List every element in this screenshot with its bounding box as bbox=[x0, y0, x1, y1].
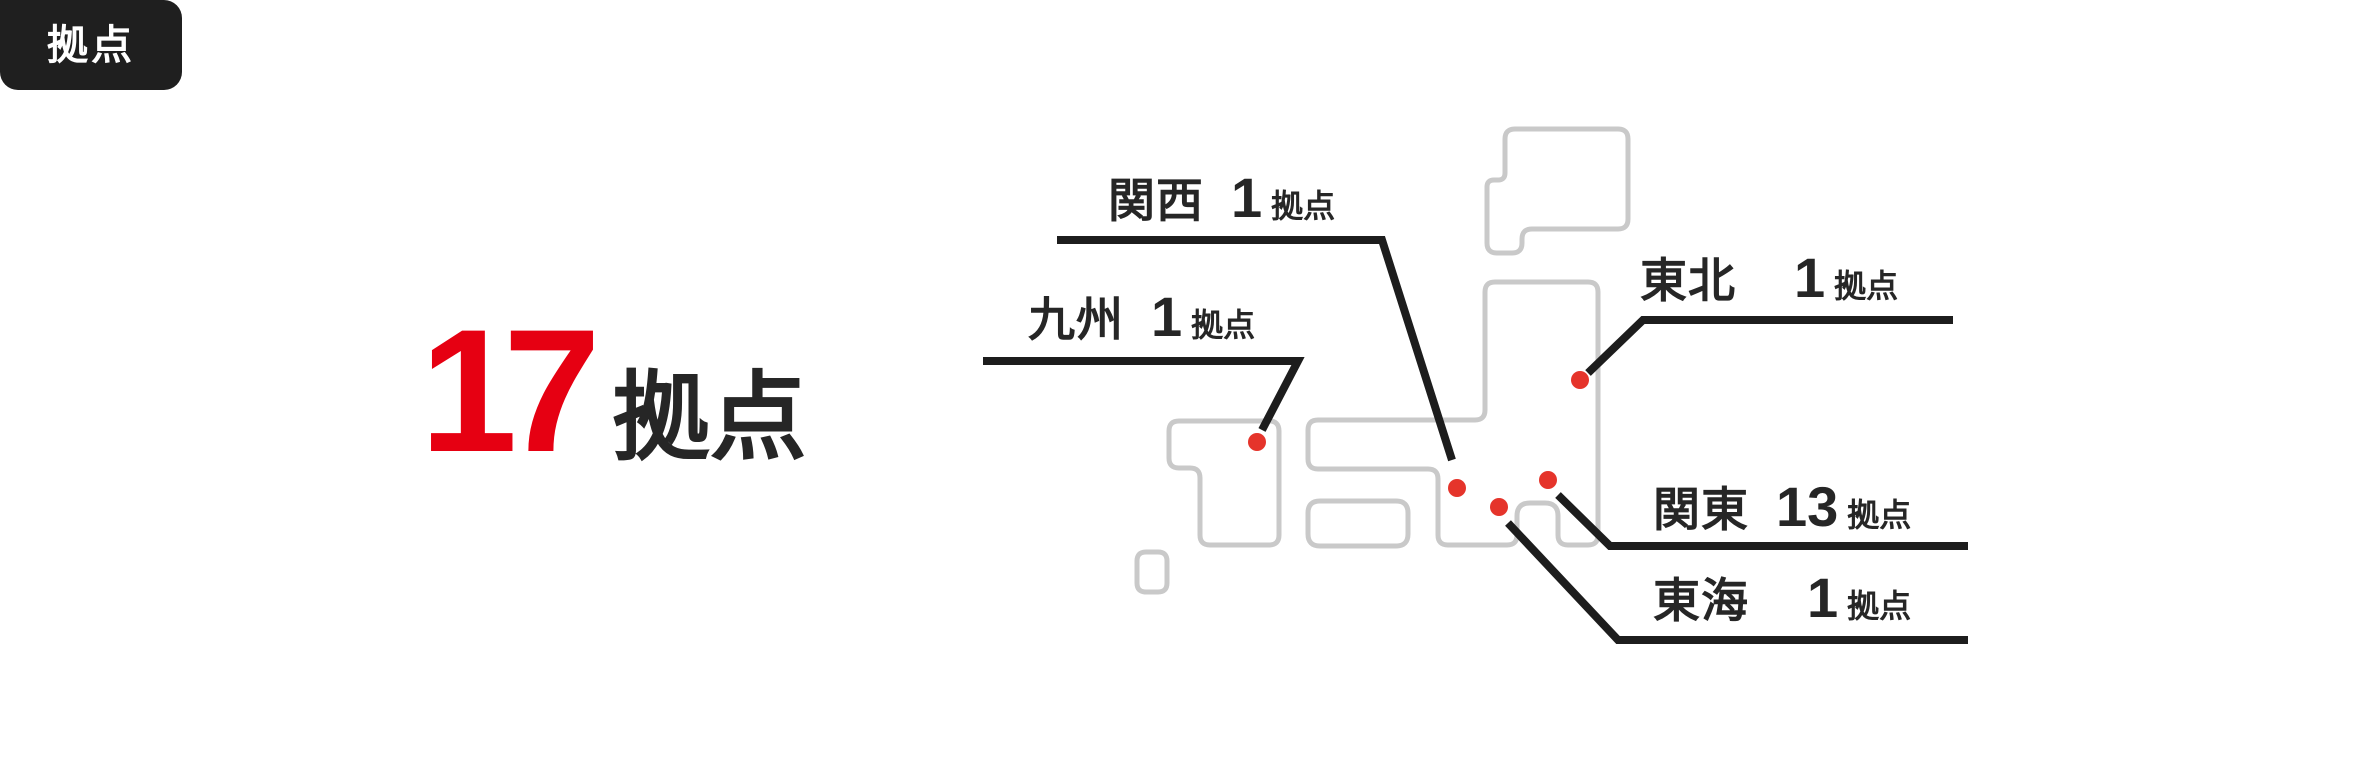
map-outline-honshu bbox=[1305, 279, 1601, 548]
region-count: 1 bbox=[1231, 166, 1263, 229]
total-unit: 拠点 bbox=[612, 363, 807, 472]
leader-line-kyushu bbox=[983, 357, 1305, 432]
region-unit: 拠点 bbox=[1847, 497, 1912, 533]
leader-line-kanto bbox=[1555, 492, 1968, 550]
map-outline-shikoku bbox=[1305, 498, 1411, 549]
location-marker-tokai bbox=[1490, 498, 1508, 516]
section-badge: 拠点 bbox=[0, 0, 182, 90]
location-marker-kanto bbox=[1539, 471, 1557, 489]
region-label-tohoku: 東北 1 拠点 bbox=[1640, 250, 1898, 314]
leader-line-tohoku bbox=[1585, 316, 1953, 376]
region-unit: 拠点 bbox=[1834, 268, 1899, 304]
total-headline: 17 拠点 bbox=[420, 294, 807, 493]
map-outlines bbox=[1134, 126, 1631, 595]
region-unit: 拠点 bbox=[1191, 307, 1256, 343]
region-name: 関東 bbox=[1653, 483, 1749, 536]
location-marker-kyushu bbox=[1248, 433, 1266, 451]
map-outline-kyushu bbox=[1166, 418, 1282, 548]
region-count: 1 bbox=[1794, 246, 1826, 309]
location-markers bbox=[1248, 371, 1589, 516]
region-name: 関西 bbox=[1108, 174, 1204, 227]
region-label-kyushu: 九州 1 拠点 bbox=[1028, 289, 1255, 353]
total-count: 17 bbox=[420, 294, 601, 489]
region-name: 東北 bbox=[1640, 254, 1736, 307]
region-label-kansai: 関西 1 拠点 bbox=[1108, 170, 1335, 234]
region-count: 13 bbox=[1776, 475, 1839, 538]
region-unit: 拠点 bbox=[1847, 588, 1912, 624]
leader-line-kansai bbox=[1057, 236, 1456, 462]
map-outline-hokkaido bbox=[1484, 126, 1631, 256]
location-marker-tohoku bbox=[1571, 371, 1589, 389]
leader-line-tokai bbox=[1505, 520, 1968, 644]
region-count: 1 bbox=[1807, 566, 1839, 629]
region-name: 東海 bbox=[1653, 574, 1749, 627]
location-marker-kansai bbox=[1448, 479, 1466, 497]
region-name: 九州 bbox=[1028, 293, 1124, 346]
section-badge-label: 拠点 bbox=[47, 21, 135, 68]
region-label-kanto: 関東 13 拠点 bbox=[1653, 479, 1911, 543]
region-label-tokai: 東海 1 拠点 bbox=[1653, 570, 1911, 634]
leader-lines bbox=[983, 236, 1968, 644]
map-outline-okinawa bbox=[1134, 549, 1170, 595]
region-count: 1 bbox=[1151, 285, 1183, 348]
region-unit: 拠点 bbox=[1271, 188, 1336, 224]
